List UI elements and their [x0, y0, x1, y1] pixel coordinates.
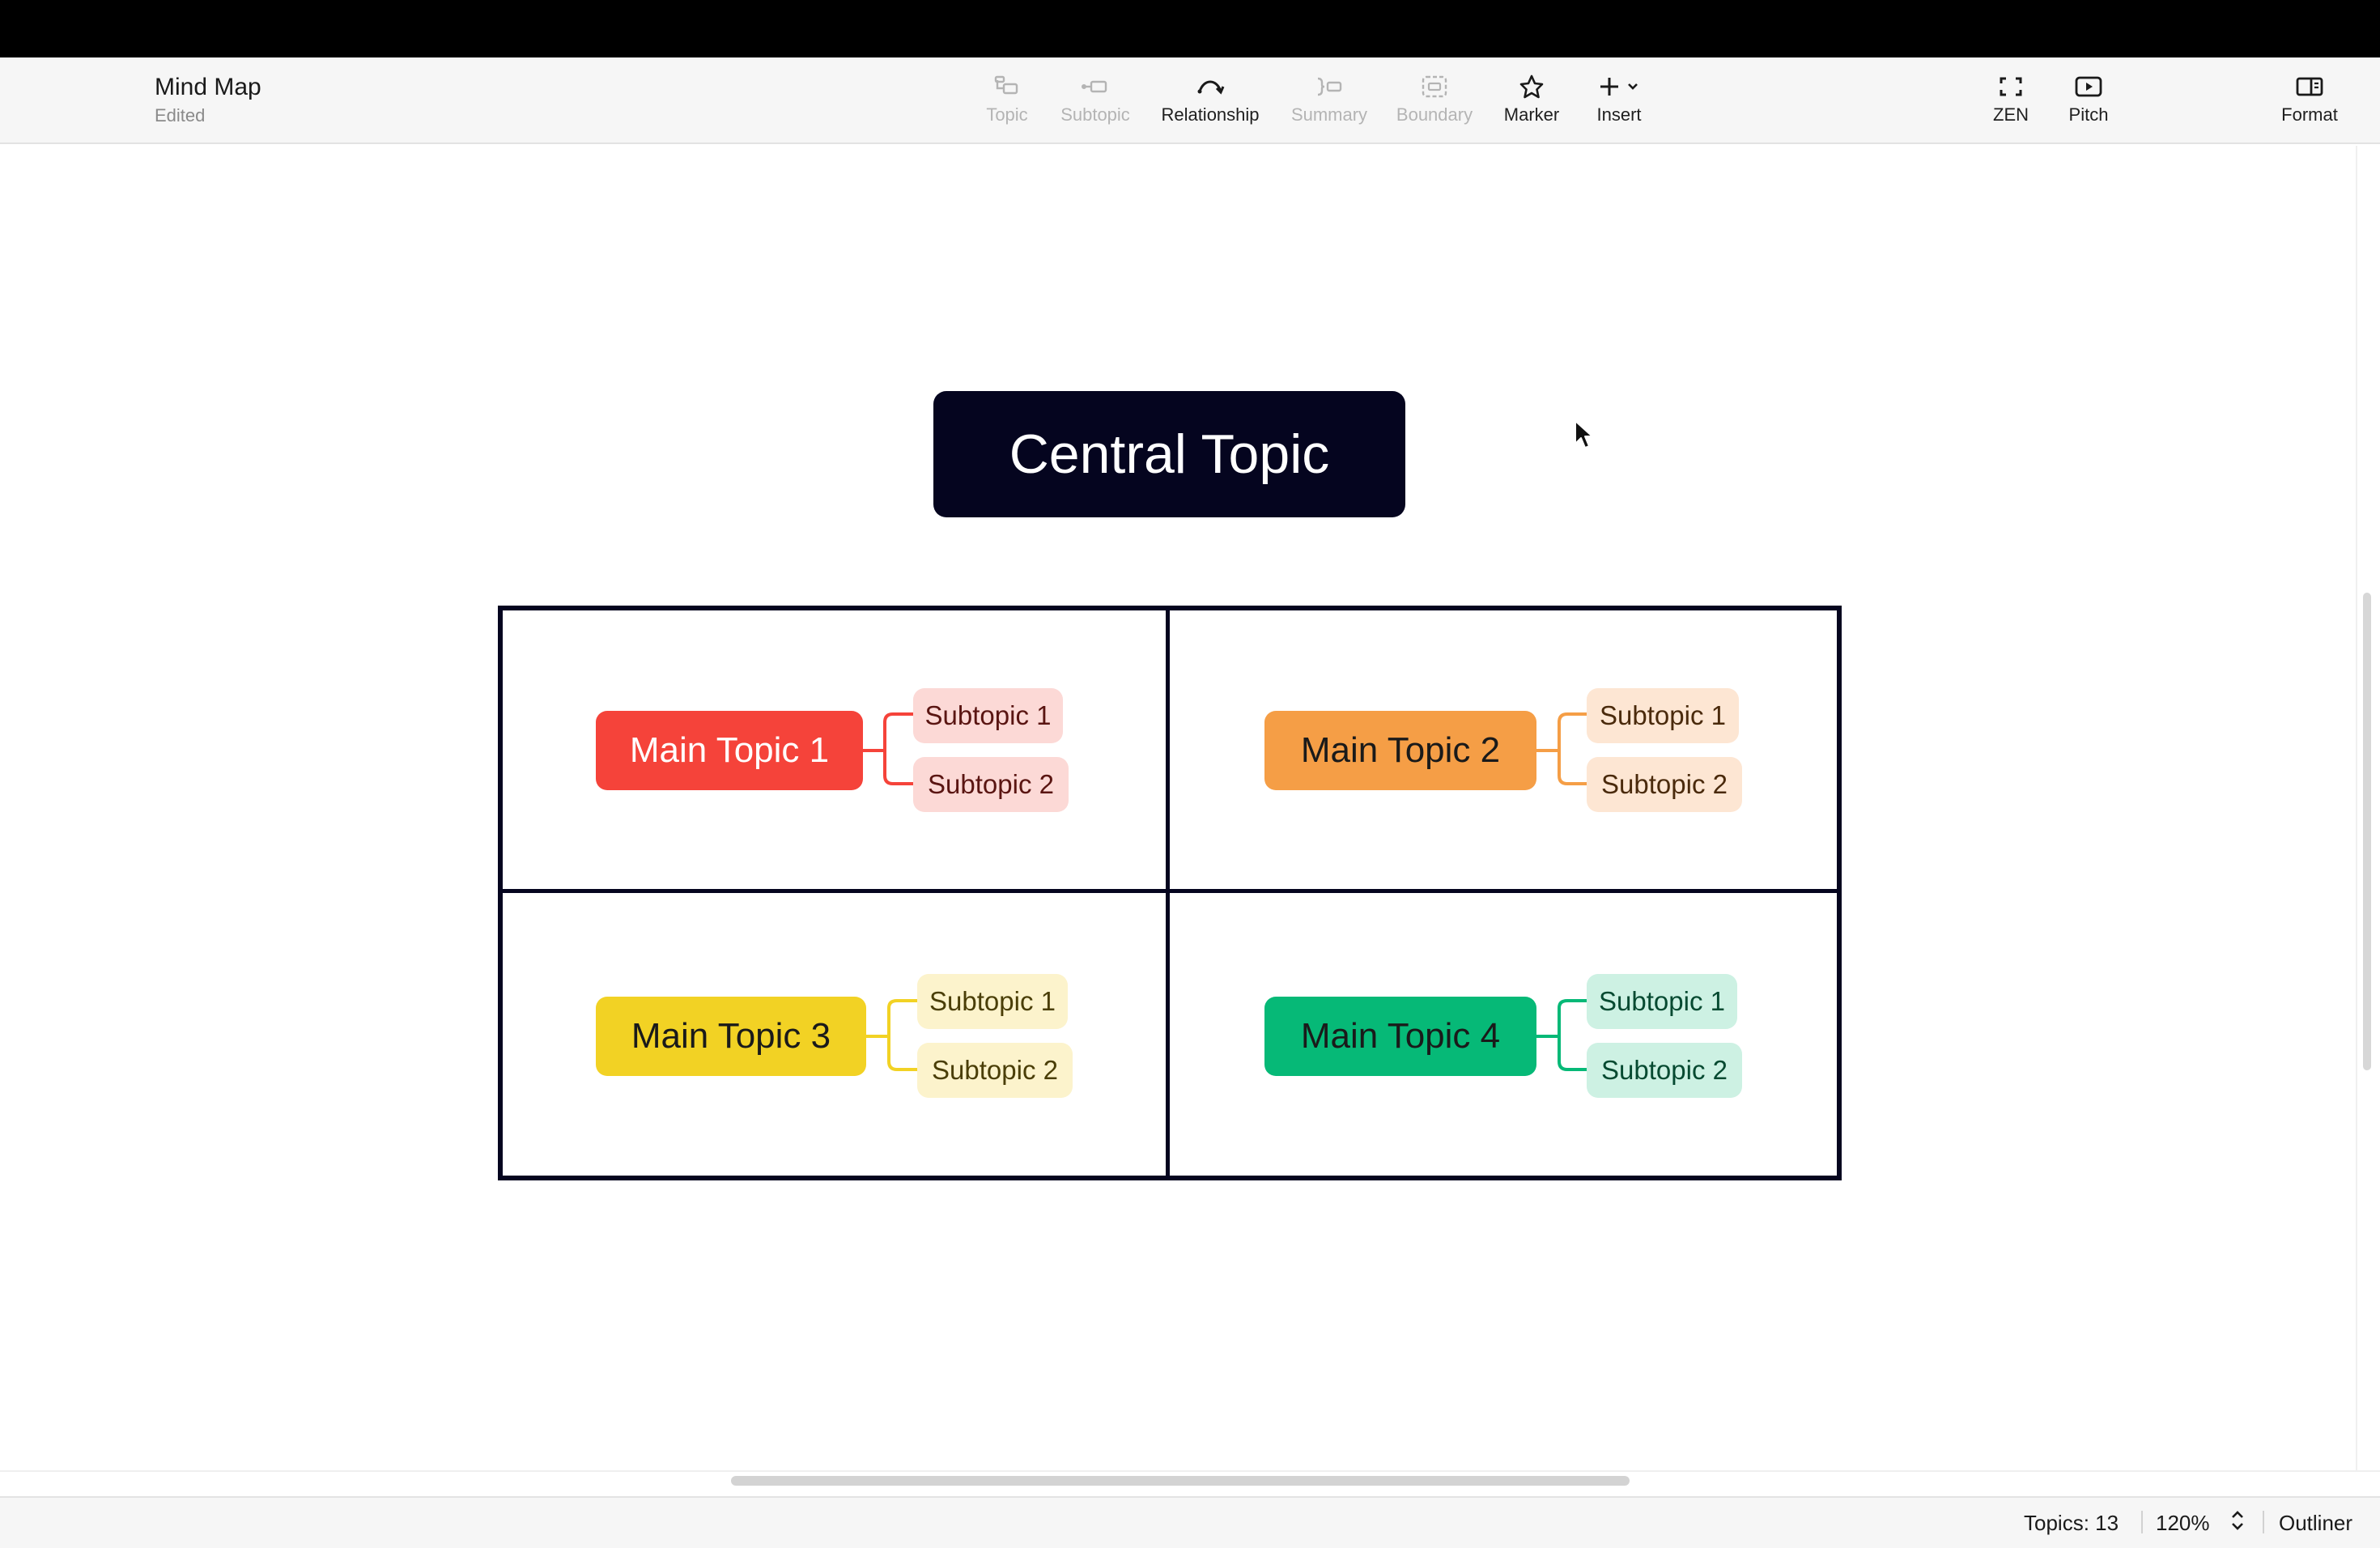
- subtopic-1-1[interactable]: Subtopic 1: [913, 688, 1063, 743]
- topic-icon: [991, 72, 1023, 101]
- subtopic-2-1[interactable]: Subtopic 1: [1587, 688, 1739, 743]
- central-topic[interactable]: Central Topic: [933, 391, 1405, 517]
- play-screen-icon: [2072, 72, 2105, 101]
- subtopic-icon: [1079, 72, 1111, 101]
- matrix-frame: [498, 606, 1842, 1180]
- zoom-stepper-icon[interactable]: [2229, 1508, 2246, 1539]
- subtopic-button[interactable]: Subtopic: [1056, 72, 1134, 134]
- insert-button[interactable]: Insert: [1588, 72, 1650, 134]
- topic-count: Topics: 13: [2024, 1511, 2119, 1535]
- vertical-scrollbar-thumb[interactable]: [2363, 593, 2371, 1070]
- horizontal-scrollbar-thumb[interactable]: [731, 1476, 1630, 1486]
- status-separator: [2263, 1511, 2264, 1533]
- summary-label: Summary: [1290, 104, 1368, 125]
- relationship-label: Relationship: [1161, 104, 1260, 125]
- subtopic-2-2[interactable]: Subtopic 2: [1587, 757, 1742, 812]
- mouse-cursor-icon: [1575, 420, 1593, 449]
- pitch-label: Pitch: [2068, 104, 2109, 125]
- panel-icon: [2293, 72, 2326, 101]
- main-topic-4[interactable]: Main Topic 4: [1264, 997, 1536, 1076]
- main-topic-3[interactable]: Main Topic 3: [596, 997, 866, 1076]
- format-button[interactable]: Format: [2273, 72, 2346, 134]
- subtopic-1-2[interactable]: Subtopic 2: [913, 757, 1069, 812]
- subtopic-4-2[interactable]: Subtopic 2: [1587, 1043, 1742, 1098]
- marker-label: Marker: [1503, 104, 1560, 125]
- subtopic-4-1[interactable]: Subtopic 1: [1587, 974, 1737, 1029]
- map-canvas[interactable]: [0, 146, 2356, 1470]
- matrix-divider-horizontal: [498, 889, 1842, 893]
- boundary-label: Boundary: [1396, 104, 1473, 125]
- fullscreen-icon: [1995, 72, 2027, 101]
- status-separator: [2141, 1511, 2143, 1533]
- matrix-divider-vertical: [1166, 606, 1170, 1180]
- relationship-button[interactable]: Relationship: [1156, 72, 1264, 134]
- pitch-button[interactable]: Pitch: [2056, 72, 2121, 134]
- format-label: Format: [2281, 104, 2338, 125]
- plus-icon: [1593, 72, 1645, 101]
- document-status: Edited: [155, 105, 206, 125]
- toolbar: Mind Map Edited Topic Subtopic Relations…: [0, 57, 2380, 144]
- chevron-down-icon: [1628, 83, 1638, 90]
- summary-icon: [1313, 72, 1345, 101]
- relationship-icon: [1194, 72, 1226, 101]
- subtopic-3-1[interactable]: Subtopic 1: [917, 974, 1068, 1029]
- document-title[interactable]: Mind Map: [155, 74, 261, 100]
- topic-label: Topic: [986, 104, 1028, 125]
- zen-label: ZEN: [1993, 104, 2029, 125]
- zoom-level[interactable]: 120%: [2156, 1511, 2210, 1535]
- outliner-button[interactable]: Outliner: [2279, 1511, 2353, 1535]
- main-topic-1[interactable]: Main Topic 1: [596, 711, 863, 790]
- boundary-button[interactable]: Boundary: [1392, 72, 1477, 134]
- boundary-icon: [1418, 72, 1451, 101]
- zen-button[interactable]: ZEN: [1978, 72, 2043, 134]
- summary-button[interactable]: Summary: [1287, 72, 1371, 134]
- insert-label: Insert: [1596, 104, 1642, 125]
- main-topic-2[interactable]: Main Topic 2: [1264, 711, 1536, 790]
- marker-button[interactable]: Marker: [1499, 72, 1564, 134]
- subtopic-label: Subtopic: [1060, 104, 1130, 125]
- topic-button[interactable]: Topic: [981, 72, 1033, 134]
- star-icon: [1515, 72, 1548, 101]
- window-top-bar: [0, 0, 2380, 57]
- subtopic-3-2[interactable]: Subtopic 2: [917, 1043, 1073, 1098]
- status-bar: Topics: 13 120% Outliner: [0, 1496, 2380, 1548]
